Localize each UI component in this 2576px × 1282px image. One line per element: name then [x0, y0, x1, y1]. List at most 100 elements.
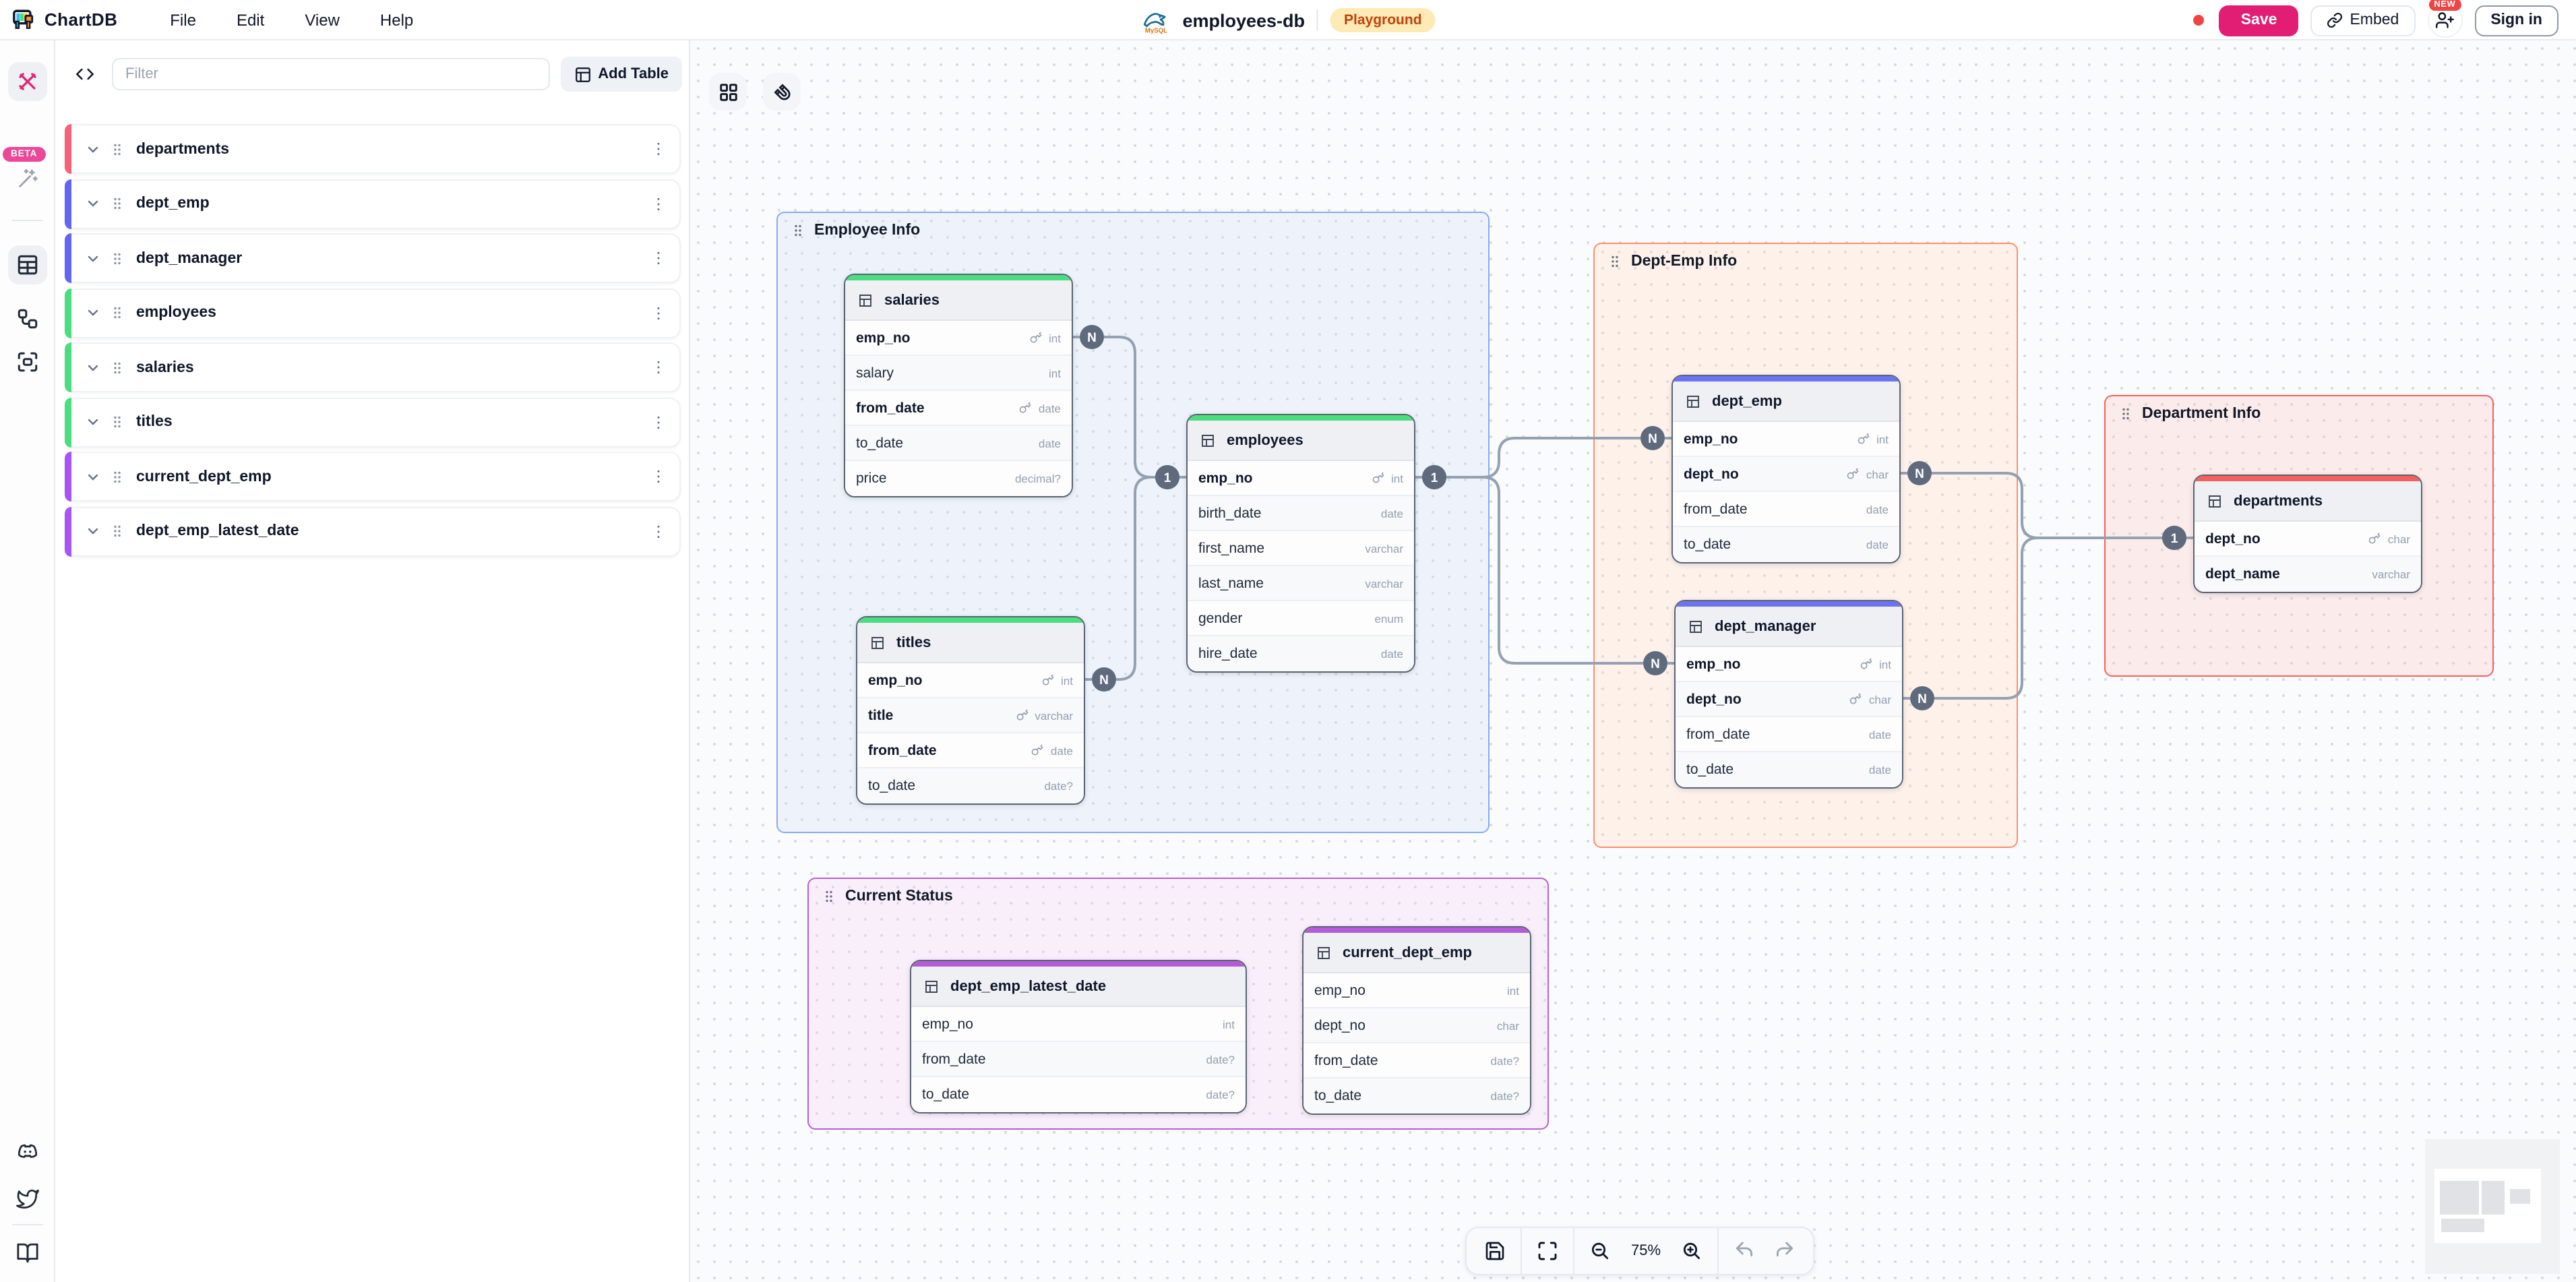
ai-assistant-button[interactable] — [8, 159, 47, 198]
drag-handle-icon[interactable] — [109, 414, 125, 430]
relationships-panel-button[interactable] — [8, 299, 47, 338]
zoom-in-button[interactable] — [1672, 1228, 1712, 1274]
sidebar-table-row-dept_manager[interactable]: dept_manager — [65, 233, 681, 283]
menu-edit[interactable]: Edit — [236, 10, 265, 29]
invite-user-button[interactable]: NEW — [2427, 0, 2463, 38]
table-header[interactable]: dept_manager — [1676, 607, 1902, 647]
areas-panel-button[interactable] — [8, 342, 47, 381]
chevron-down-icon[interactable] — [85, 141, 101, 157]
add-table-button[interactable]: Add Table — [560, 57, 682, 92]
diagram-title[interactable]: employees-db — [1182, 10, 1306, 30]
drag-handle-icon[interactable] — [2118, 406, 2134, 422]
drag-handle-icon[interactable] — [109, 359, 125, 375]
kebab-menu-icon[interactable] — [650, 249, 667, 267]
drag-handle-icon[interactable] — [109, 195, 125, 212]
kebab-menu-icon[interactable] — [650, 413, 667, 431]
sidebar-table-row-dept_emp_latest_date[interactable]: dept_emp_latest_date — [65, 506, 681, 556]
signin-button[interactable]: Sign in — [2474, 5, 2558, 36]
drag-handle-icon[interactable] — [109, 141, 125, 157]
table-header[interactable]: employees — [1188, 421, 1414, 461]
snap-magnet-button[interactable] — [763, 73, 801, 111]
table-header[interactable]: titles — [857, 623, 1084, 663]
kebab-menu-icon[interactable] — [650, 522, 667, 540]
table-header[interactable]: departments — [2195, 481, 2421, 522]
chevron-down-icon[interactable] — [85, 359, 101, 375]
tables-panel-button[interactable] — [8, 245, 47, 284]
chevron-down-icon[interactable] — [85, 305, 101, 321]
table-header[interactable]: dept_emp — [1673, 381, 1899, 422]
chevron-down-icon[interactable] — [85, 414, 101, 430]
twitter-button[interactable] — [8, 1180, 47, 1219]
drag-handle-icon[interactable] — [1607, 253, 1623, 270]
fit-view-button[interactable] — [1527, 1228, 1568, 1274]
kebab-menu-icon[interactable] — [650, 359, 667, 376]
chevron-down-icon[interactable] — [85, 195, 101, 212]
save-button[interactable]: Save — [2219, 5, 2299, 36]
editor-tools-button[interactable] — [8, 62, 47, 101]
kebab-menu-icon[interactable] — [650, 195, 667, 212]
filter-input[interactable] — [112, 58, 550, 90]
menu-view[interactable]: View — [305, 10, 340, 29]
table-header[interactable]: dept_emp_latest_date — [911, 967, 1246, 1007]
menu-file[interactable]: File — [170, 10, 196, 29]
table-header[interactable]: salaries — [845, 280, 1072, 321]
chevron-down-icon[interactable] — [85, 523, 101, 539]
drag-handle-icon[interactable] — [821, 888, 837, 905]
chevron-down-icon[interactable] — [85, 468, 101, 485]
sidebar-table-row-salaries[interactable]: salaries — [65, 342, 681, 392]
drag-handle-icon[interactable] — [109, 523, 125, 539]
drag-handle-icon[interactable] — [109, 305, 125, 321]
grid-view-button[interactable] — [709, 73, 747, 111]
drag-handle-icon[interactable] — [790, 222, 806, 239]
menu-help[interactable]: Help — [379, 10, 414, 29]
discord-button[interactable] — [8, 1132, 47, 1171]
view-code-button[interactable] — [69, 58, 101, 90]
zoom-out-button[interactable] — [1580, 1228, 1620, 1274]
sidebar-table-row-current_dept_emp[interactable]: current_dept_emp — [65, 452, 681, 501]
sidebar-table-row-employees[interactable]: employees — [65, 288, 681, 338]
sidebar-table-row-titles[interactable]: titles — [65, 397, 681, 447]
drag-handle-icon[interactable] — [109, 468, 125, 485]
kebab-menu-icon[interactable] — [650, 304, 667, 322]
redo-button[interactable] — [1765, 1228, 1805, 1274]
undo-button[interactable] — [1724, 1228, 1765, 1274]
minimap[interactable] — [2425, 1139, 2560, 1274]
sidebar-table-row-dept_emp[interactable]: dept_emp — [65, 179, 681, 228]
table-header[interactable]: current_dept_emp — [1304, 933, 1530, 973]
sidebar-table-row-departments[interactable]: departments — [65, 124, 681, 174]
drag-handle-icon[interactable] — [109, 250, 125, 266]
